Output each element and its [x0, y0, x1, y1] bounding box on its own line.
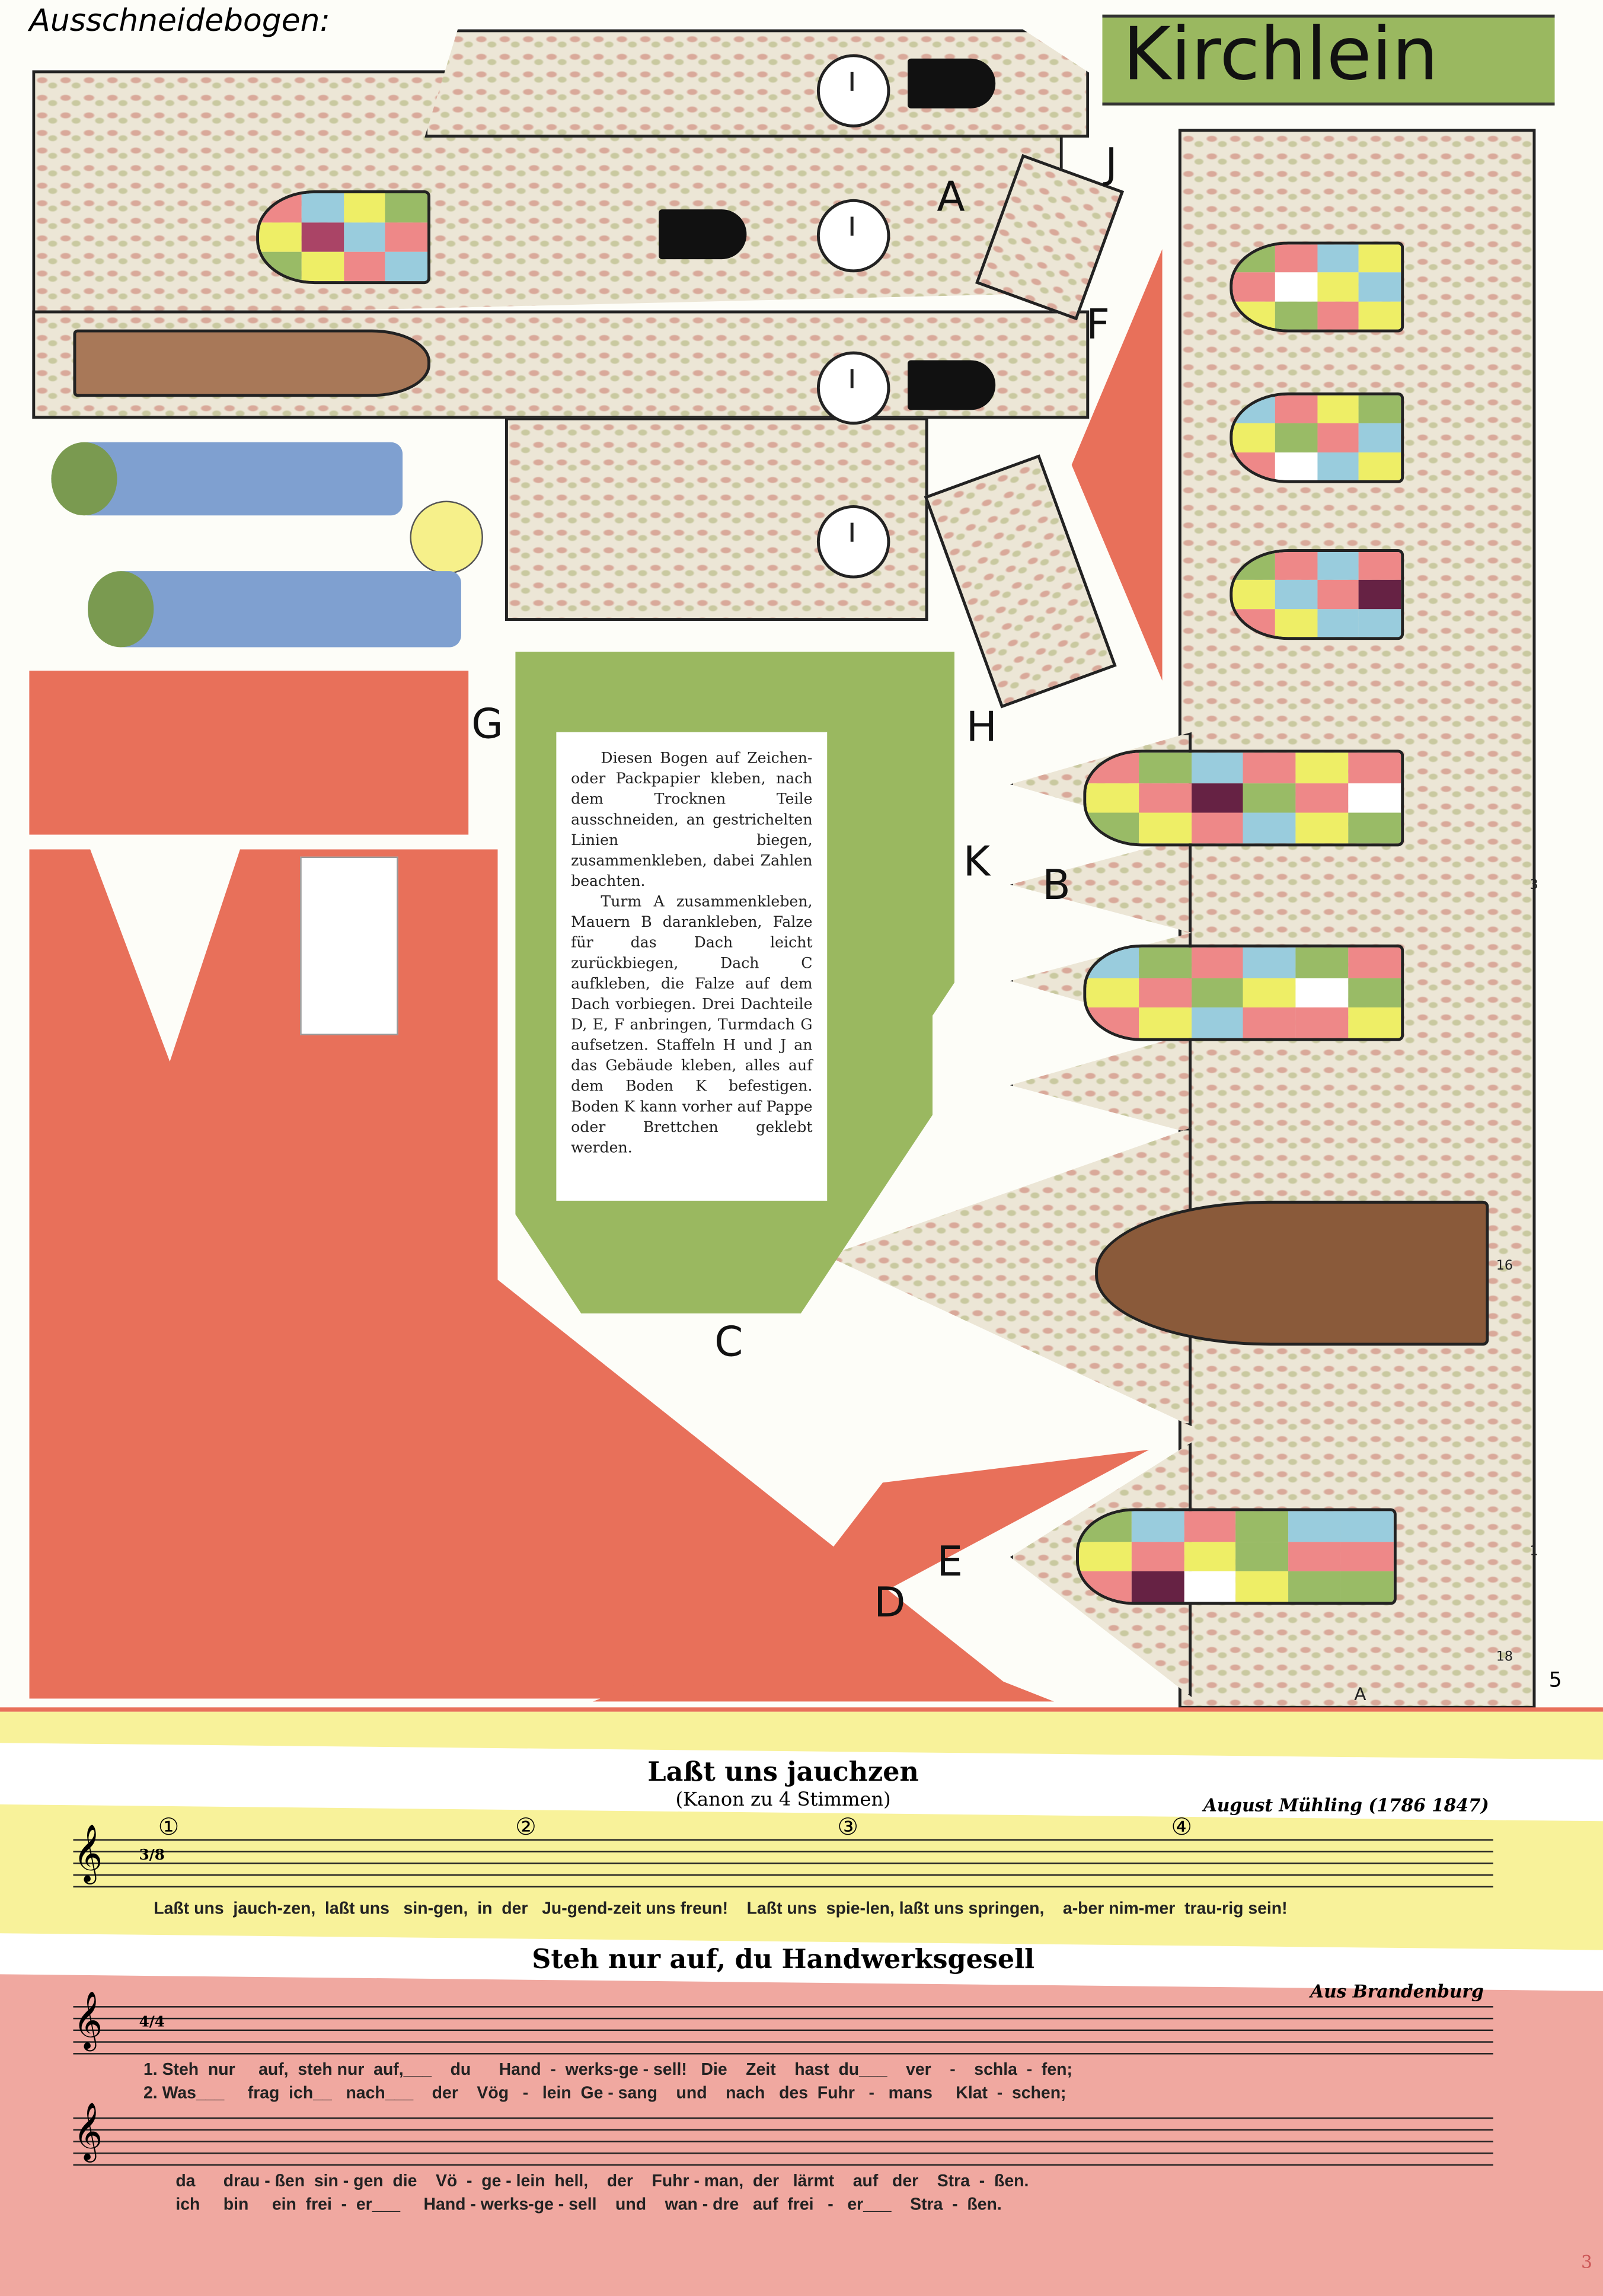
tab-number: 3 — [1529, 878, 1538, 894]
song1-staff — [73, 1839, 1493, 1888]
song1-subtitle: (Kanon zu 4 Stimmen) — [675, 1789, 891, 1812]
canon-entry-mark: ④ — [1171, 1813, 1192, 1841]
part-label-j: J — [1105, 139, 1117, 188]
clock-icon — [816, 351, 890, 425]
instructions-paragraph: Turm A zusammenkleben, Mauern B darankle… — [571, 894, 813, 1157]
time-signature: 3/8 — [139, 1848, 165, 1864]
instructions-text: Diesen Bogen auf Zeichen- oder Packpapie… — [556, 732, 827, 1178]
treble-clef-icon: 𝄞 — [73, 2103, 103, 2161]
part-label-a: A — [937, 173, 965, 221]
tab-number: 16 — [1496, 1259, 1513, 1274]
part-label-f: F — [1086, 300, 1110, 349]
stained-glass-window — [1230, 241, 1404, 333]
part-label-k: K — [963, 837, 991, 886]
canon-entry-mark: ① — [158, 1813, 180, 1841]
clock-icon — [816, 505, 890, 579]
part-label-b: B — [1042, 861, 1071, 910]
song1-composer: August Mühling (1786 1847) — [1203, 1795, 1489, 1816]
stained-glass-window — [1083, 944, 1404, 1041]
song2-staff-1 — [73, 2006, 1493, 2055]
figure-head — [51, 442, 117, 516]
title-box: Kirchlein — [1102, 11, 1555, 106]
divider — [0, 1707, 1603, 1712]
part-label-c: C — [714, 1318, 743, 1366]
treble-clef-icon: 𝄞 — [73, 1824, 103, 1883]
song2-staff-2 — [73, 2117, 1493, 2166]
part-label-h: H — [966, 703, 997, 751]
stained-glass-window — [1230, 392, 1404, 483]
tab-label-a: A — [1354, 1683, 1366, 1705]
page-title: Kirchlein — [1123, 11, 1439, 97]
song2-verse1-line1: 1. Steh nur auf, steh nur auf,___ du Han… — [143, 2061, 1072, 2080]
sheet-label: Ausschneidebogen: — [29, 2, 330, 39]
tower-window-icon — [659, 209, 747, 260]
clock-icon — [816, 199, 890, 273]
instructions-paragraph: Diesen Bogen auf Zeichen- oder Packpapie… — [571, 751, 813, 891]
stained-glass-window — [1083, 750, 1404, 847]
song1-title: Laßt uns jauchzen — [647, 1757, 919, 1788]
song2-verse1-line2: da drau - ßen sin - gen die Vö - ge - le… — [175, 2173, 1029, 2191]
part-label-d: D — [874, 1578, 906, 1627]
instructions-box: Diesen Bogen auf Zeichen- oder Packpapie… — [556, 732, 828, 1201]
song2-verse2-line2: ich bin ein frei - er___ Hand - werks-ge… — [175, 2196, 1002, 2214]
figure-head — [88, 571, 154, 648]
tab-number: 1 — [1529, 1545, 1538, 1560]
stained-glass-window — [256, 190, 431, 285]
church-door — [1095, 1200, 1489, 1346]
canon-entry-mark: ② — [515, 1813, 537, 1841]
part-label-g: G — [471, 700, 503, 748]
song2-origin: Aus Brandenburg — [1310, 1981, 1484, 2002]
corner-page-number: 3 — [1580, 2252, 1592, 2273]
song2-title: Steh nur auf, du Handwerksgesell — [532, 1944, 1034, 1976]
page-number: 5 — [1548, 1669, 1562, 1693]
stained-glass-window — [1230, 549, 1404, 640]
time-signature: 4/4 — [139, 2014, 165, 2032]
wall-part-b — [1178, 129, 1536, 1709]
door-piece — [73, 329, 431, 397]
song2-section — [0, 1967, 1603, 2296]
song1-lyrics: Laßt uns jauch-zen, laßt uns sin-gen, in… — [154, 1900, 1288, 1918]
tower-window-icon — [908, 360, 996, 410]
stained-glass-window — [1076, 1508, 1397, 1605]
part-label-e: E — [937, 1537, 963, 1586]
canon-entry-mark: ③ — [837, 1813, 858, 1841]
tower-roof-part-g — [29, 670, 469, 835]
tab-number: 18 — [1496, 1650, 1513, 1665]
ball-piece — [410, 500, 483, 575]
roof-part-c — [29, 849, 498, 1699]
song2-verse2-line1: 2. Was___ frag ich__ nach___ der Vög - l… — [143, 2085, 1066, 2103]
tower-window-icon — [908, 58, 996, 109]
treble-clef-icon: 𝄞 — [73, 1991, 103, 2051]
church-preview-image — [300, 856, 398, 1035]
clock-icon — [816, 54, 890, 127]
